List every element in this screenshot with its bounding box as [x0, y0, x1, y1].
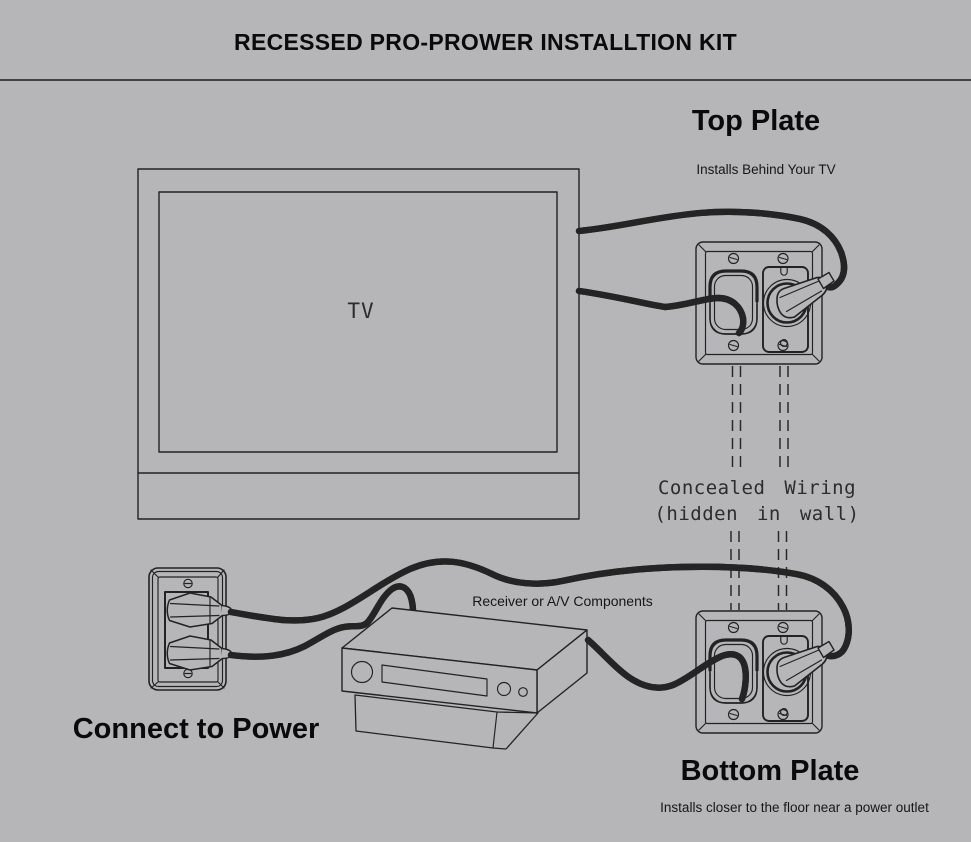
tv-label: TV	[347, 299, 375, 323]
connect-to-power-heading: Connect to Power	[72, 713, 320, 745]
concealed-wiring-label-line1: Concealed Wiring	[657, 477, 857, 499]
receiver-label: Receiver or A/V Components	[472, 593, 653, 609]
tv-illustration	[138, 169, 579, 519]
receiver-illustration	[342, 608, 587, 749]
receiver-signal-cable	[584, 636, 758, 704]
outlet-plug-top	[166, 592, 233, 628]
wall-power-cable	[227, 561, 849, 688]
top-plate-subtext: Installs Behind Your TV	[696, 162, 836, 177]
top-plate-heading: Top Plate	[691, 105, 821, 137]
page-title: RECESSED PRO-PROWER INSTALLTION KIT	[234, 29, 737, 55]
tv-signal-cable	[575, 287, 758, 337]
receiver-power-cable	[227, 586, 417, 656]
power-outlet-illustration	[149, 568, 233, 690]
concealed-wiring-label-line2: (hidden in wall)	[654, 503, 860, 525]
bottom-plate-subtext: Installs closer to the floor near a powe…	[660, 800, 929, 815]
bottom-plate-heading: Bottom Plate	[680, 755, 860, 787]
tv-power-cable	[575, 212, 844, 319]
outlet-plug-bottom	[166, 635, 233, 671]
